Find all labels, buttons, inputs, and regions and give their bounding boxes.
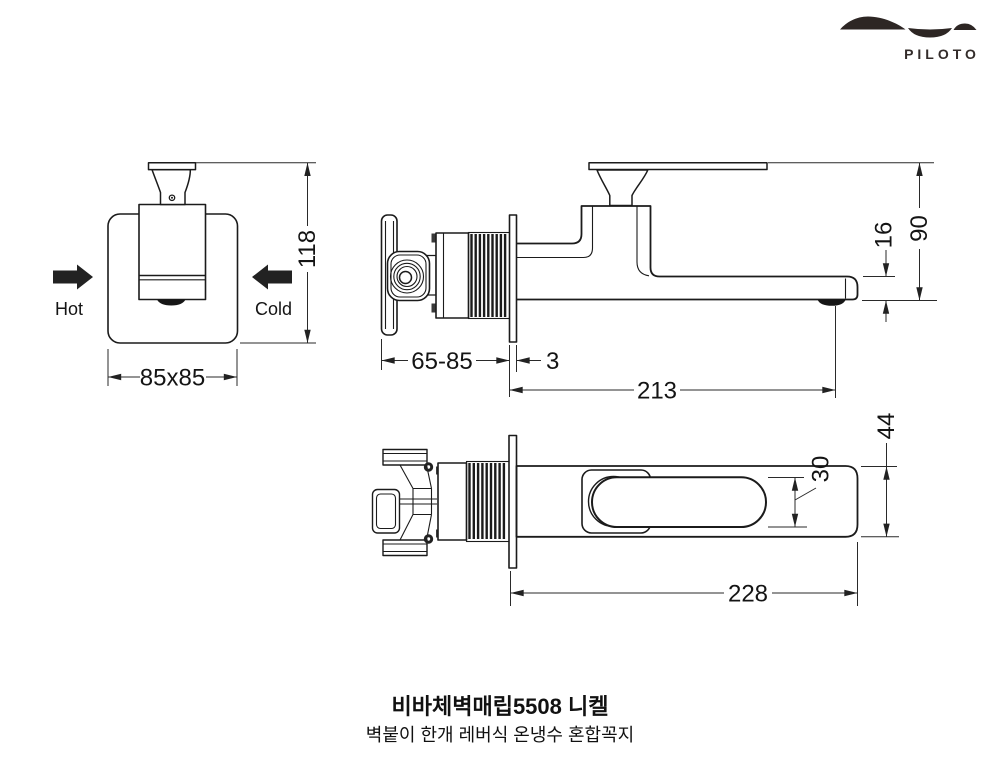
front-spout-body (138, 203, 207, 301)
plan-view: 30 44 228 (371, 413, 900, 608)
caption: 비바체벽매립5508 니켈 벽붙이 한개 레버식 온냉수 혼합꼭지 (366, 694, 634, 745)
side-wall-plate (508, 214, 518, 343)
dim-plate-thickness-text: 3 (546, 348, 559, 375)
side-screw-bottom (431, 303, 438, 313)
plan-handle-lever (591, 476, 767, 528)
side-inlet-hole (398, 270, 413, 285)
plan-wall-plate (508, 434, 518, 569)
dim-wall-depth-text: 65-85 (411, 348, 472, 375)
logo-wave-small (953, 23, 977, 30)
dim-height-total-text: 90 (906, 215, 933, 242)
front-set-screw-dot (171, 196, 173, 199)
dim-wall-depth: 65-85 (381, 339, 510, 397)
side-inlet-ring1 (389, 259, 425, 294)
plan-valve-cylinder (437, 462, 468, 541)
cold-label: Cold (255, 299, 292, 319)
plan-cross-handle (371, 448, 437, 557)
dim-total-length-text: 228 (728, 581, 768, 608)
side-body-innerline-left (516, 206, 594, 259)
dim-spout-reach: 213 (509, 306, 836, 405)
side-handle-stem (596, 169, 649, 207)
logo-wave-middle (908, 28, 952, 38)
cold-arrow (252, 264, 292, 290)
dim-height-total: 90 (768, 162, 934, 301)
dim-front-height: 118 (196, 162, 321, 344)
side-screw-top (431, 233, 438, 243)
brand-name: PILOTO (904, 46, 980, 62)
dim-spout-reach-text: 213 (637, 378, 677, 405)
dim-body-width: 44 (861, 413, 900, 538)
product-name: 비바체벽매립5508 니켈 (392, 694, 609, 719)
dim-spout-height: 16 (862, 222, 937, 322)
dim-plate-thickness: 3 (516, 345, 559, 375)
side-inlet-ring2 (393, 262, 421, 291)
side-inlet-ring3 (396, 265, 418, 288)
side-body-outline (516, 205, 859, 301)
side-view: 65-85 3 213 16 (380, 162, 937, 405)
product-description: 벽붙이 한개 레버식 온냉수 혼합꼭지 (366, 725, 634, 745)
front-handle-cap (147, 162, 197, 171)
logo: PILOTO (840, 16, 980, 62)
dim-spout-height-text: 16 (871, 222, 898, 249)
front-view: Hot Cold 118 85x85 (53, 162, 321, 392)
side-handle-lever (588, 162, 768, 171)
front-aerator (157, 299, 186, 306)
dim-body-width-text: 44 (873, 413, 900, 440)
logo-wave-large (840, 16, 906, 30)
side-valve-cylinder (435, 232, 470, 319)
hot-arrow (53, 264, 93, 290)
hot-label: Hot (55, 299, 83, 319)
side-aerator (817, 299, 846, 306)
plan-spout-body (515, 465, 859, 538)
dim-lever-width: 30 (768, 456, 835, 528)
side-body-innerline-right (636, 206, 650, 277)
dim-lever-width-text: 30 (808, 456, 835, 483)
dim-front-plate-text: 85x85 (140, 365, 205, 392)
dim-total-length: 228 (510, 542, 858, 608)
dim-front-plate: 85x85 (107, 349, 238, 392)
dim-front-height-text: 118 (294, 230, 321, 268)
front-handle-stem (151, 168, 192, 206)
